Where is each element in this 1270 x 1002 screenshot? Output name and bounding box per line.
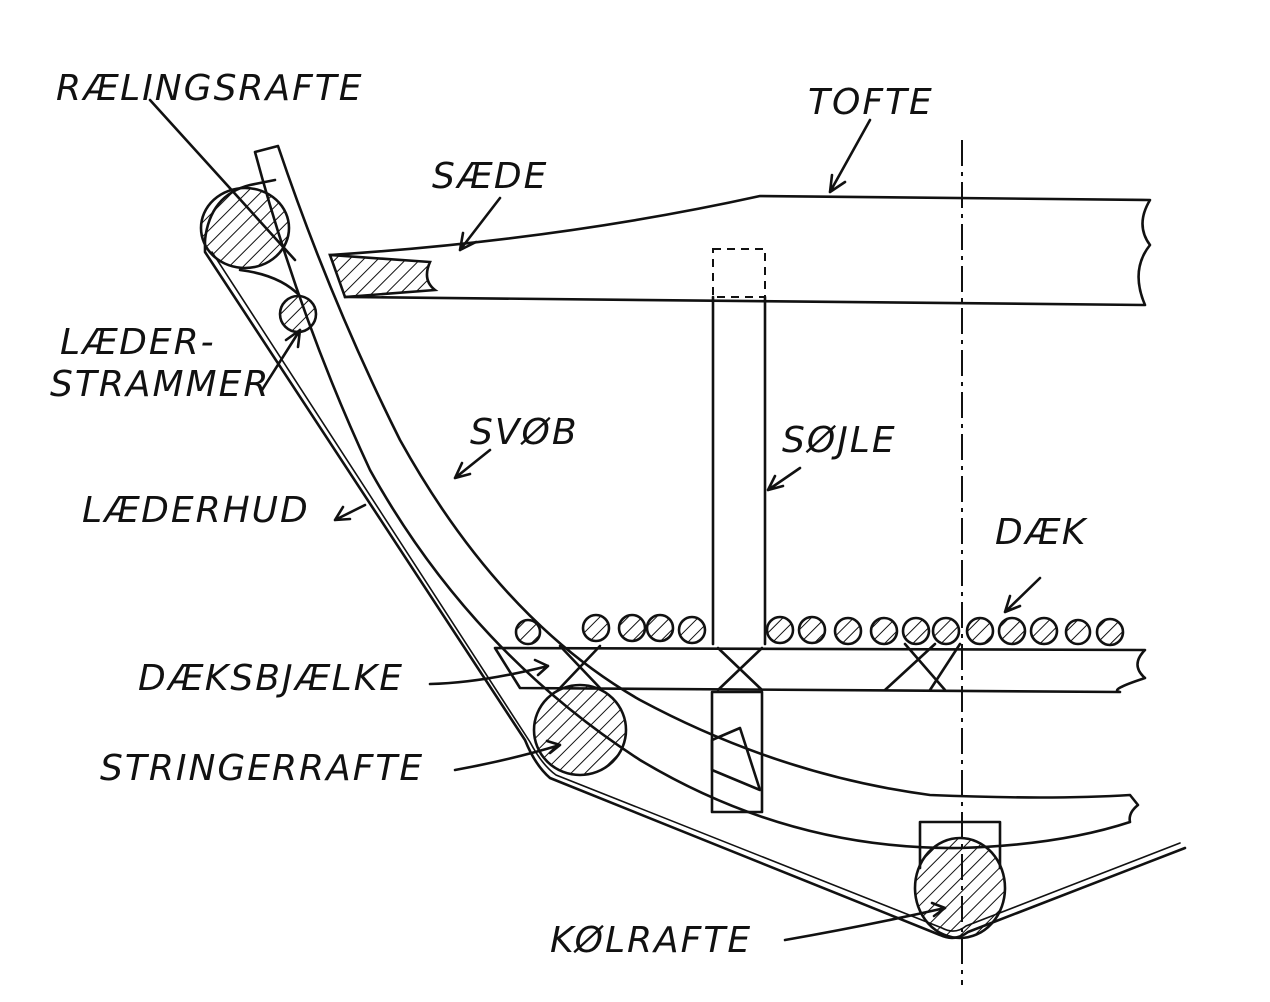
gunwale-rod bbox=[199, 186, 291, 270]
rib bbox=[253, 144, 1140, 850]
label-raelingsrafte: RÆLINGSRAFTE bbox=[56, 68, 364, 109]
keel-saddle bbox=[918, 820, 1002, 870]
pillar-tenon bbox=[712, 248, 766, 298]
label-sojle: SØJLE bbox=[782, 420, 897, 461]
leader-tofte bbox=[828, 118, 872, 194]
lashing-2 bbox=[716, 646, 764, 692]
label-saede: SÆDE bbox=[432, 156, 548, 197]
leader-raelingsrafte bbox=[148, 98, 297, 262]
label-laeder-strammer-line1: LÆDER- bbox=[60, 322, 216, 363]
label-kolrafte: KØLRAFTE bbox=[550, 920, 752, 961]
label-laederhud: LÆDERHUD bbox=[82, 490, 310, 531]
leader-sojle bbox=[766, 466, 802, 492]
leather-hull-outer bbox=[203, 238, 1187, 940]
leader-laederhud bbox=[333, 503, 367, 522]
label-daek: DÆK bbox=[995, 512, 1088, 553]
foot-lashing bbox=[710, 726, 762, 792]
seat-wedge bbox=[328, 253, 439, 299]
stringer-rod bbox=[532, 683, 628, 777]
leader-laederstrammer bbox=[260, 328, 302, 392]
thwart-top bbox=[328, 194, 1152, 307]
label-stringerrafte: STRINGERRAFTE bbox=[100, 748, 424, 789]
leader-stringerrafte bbox=[453, 739, 562, 772]
leader-saede bbox=[458, 196, 502, 252]
lashing-1 bbox=[558, 644, 602, 690]
keel-rod bbox=[913, 836, 1007, 940]
label-laeder-strammer-line2: STRAMMER bbox=[50, 364, 270, 405]
lashing-3 bbox=[883, 642, 962, 692]
tensioner-strap bbox=[238, 268, 302, 298]
leader-kolrafte bbox=[783, 901, 947, 942]
label-daeksbjaelke: DÆKSBJÆLKE bbox=[138, 658, 404, 699]
label-tofte: TOFTE bbox=[808, 82, 934, 123]
deck-rods bbox=[514, 613, 1125, 647]
deck-beam bbox=[493, 646, 1147, 694]
leader-svob bbox=[453, 448, 492, 480]
leader-daeksbjaelke bbox=[428, 658, 550, 686]
leader-lines bbox=[148, 98, 1042, 942]
leader-daek bbox=[1003, 576, 1042, 614]
leather-hull-inner bbox=[211, 251, 1181, 932]
label-svob: SVØB bbox=[470, 412, 579, 453]
